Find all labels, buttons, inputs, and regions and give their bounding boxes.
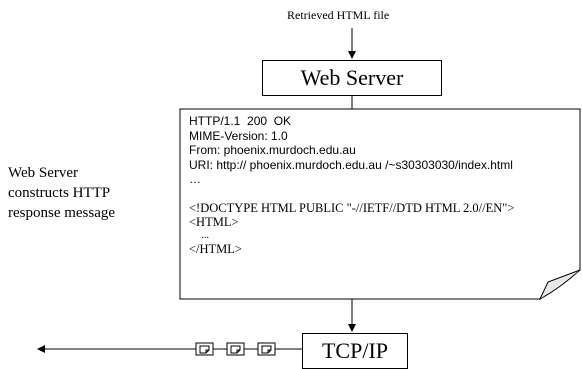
message-page-curl-fold: [539, 269, 581, 300]
header-line: URI: http:// phoenix.murdoch.edu.au /~s3…: [189, 157, 513, 172]
side-description-line: Web Server: [8, 165, 79, 181]
tcp-ip-box: TCP/IP: [302, 333, 408, 369]
header-line: HTTP/1.1 200 OK: [189, 114, 292, 128]
header-line: …: [189, 172, 201, 186]
header-line: From: phoenix.murdoch.edu.au: [189, 143, 356, 157]
packet-icon: [226, 342, 245, 356]
header-line: MIME-Version: 1.0: [189, 128, 288, 143]
retrieved-file-label: Retrieved HTML file: [287, 8, 390, 22]
packet-group: [195, 342, 276, 356]
web-server-box: Web Server: [262, 60, 442, 96]
body-line: </HTML>: [189, 241, 242, 256]
side-description-line: response message: [8, 205, 116, 221]
body-line: ...: [189, 229, 210, 241]
side-description: Web Server constructs HTTP response mess…: [8, 163, 115, 223]
packet-icon: [195, 342, 214, 356]
side-description-line: constructs HTTP: [8, 185, 111, 201]
body-line: <!DOCTYPE HTML PUBLIC "-//IETF//DTD HTML…: [189, 200, 515, 215]
packet-icon: [257, 342, 276, 356]
http-response-message: HTTP/1.1 200 OK MIME-Version: 1.0 From: …: [189, 114, 514, 256]
body-line: <HTML>: [189, 215, 239, 229]
